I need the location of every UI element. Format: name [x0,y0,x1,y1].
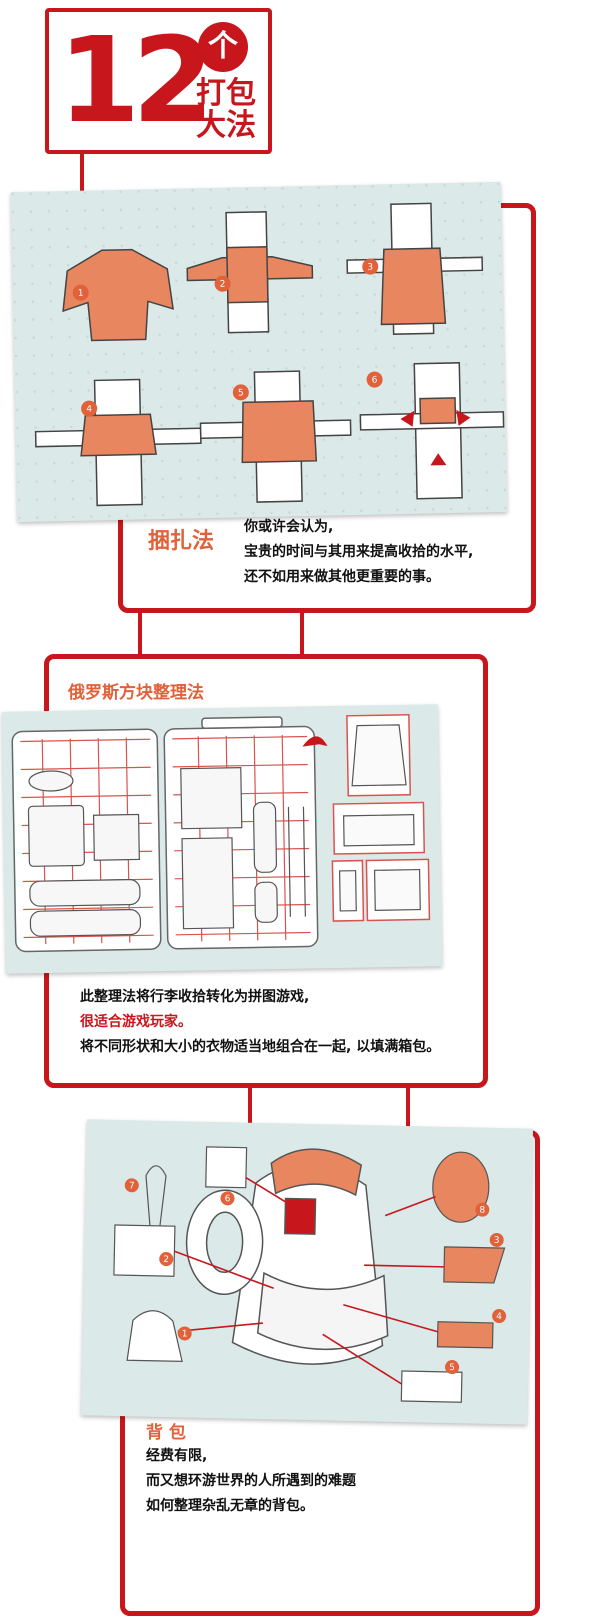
item-marker: 2 [163,1255,169,1265]
item-marker: 1 [182,1329,188,1339]
step-marker: 3 [367,263,373,273]
step-marker: 5 [238,388,244,398]
section-tetris-text: 此整理法将行李收拾转化为拼图游戏, 很适合游戏玩家。 将不同形状和大小的衣物适当… [80,985,440,1060]
connector-line [300,608,304,658]
title-subtitle-line2: 大法 [196,108,256,143]
text-line: 此整理法将行李收拾转化为拼图游戏, [80,989,310,1005]
step-marker: 2 [220,280,226,290]
connector-line [80,154,84,214]
item-marker: 7 [129,1181,135,1191]
step-marker: 4 [86,405,92,415]
title-circle-badge: 个 [198,22,248,72]
connector-line [138,608,142,658]
title-subtitle: 打包 大法 [196,78,266,142]
tetris-illustration [1,704,443,974]
item-marker: 5 [449,1363,455,1373]
text-line: 如何整理杂乱无章的背包。 [146,1498,314,1514]
section-backpack-heading: 背 包 [146,1423,186,1443]
connector-line [248,1084,252,1134]
section-tetris-heading: 俄罗斯方块整理法 [68,683,204,703]
text-line: 你或许会认为, [244,519,334,535]
item-marker: 6 [225,1194,231,1204]
item-marker: 3 [494,1236,500,1246]
step-marker: 6 [372,376,378,386]
title-subtitle-line1: 打包 [196,76,256,111]
backpack-illustration: 1 2 3 4 5 6 7 8 [80,1119,534,1425]
section-bundling-heading: 捆扎法 [148,529,215,554]
bundling-illustration: 1 2 3 4 5 6 [10,181,508,523]
text-line: 宝贵的时间与其用来提高收拾的水平, [244,544,474,560]
item-marker: 4 [496,1312,502,1322]
text-line: 而又想环游世界的人所遇到的难题 [146,1473,356,1489]
item-marker: 8 [479,1206,485,1216]
text-line: 还不如用来做其他更重要的事。 [244,569,440,585]
section-backpack-text: 经费有限, 而又想环游世界的人所遇到的难题 如何整理杂乱无章的背包。 [146,1444,356,1519]
title-number: 12 [58,11,214,149]
connector-line [406,1084,410,1134]
text-line-highlight: 很适合游戏玩家。 [80,1014,192,1030]
text-line: 将不同形状和大小的衣物适当地组合在一起, 以填满箱包。 [80,1039,441,1055]
text-line: 经费有限, [146,1448,208,1464]
step-marker: 1 [78,289,84,299]
section-bundling-text: 你或许会认为, 宝贵的时间与其用来提高收拾的水平, 还不如用来做其他更重要的事。 [244,515,473,590]
